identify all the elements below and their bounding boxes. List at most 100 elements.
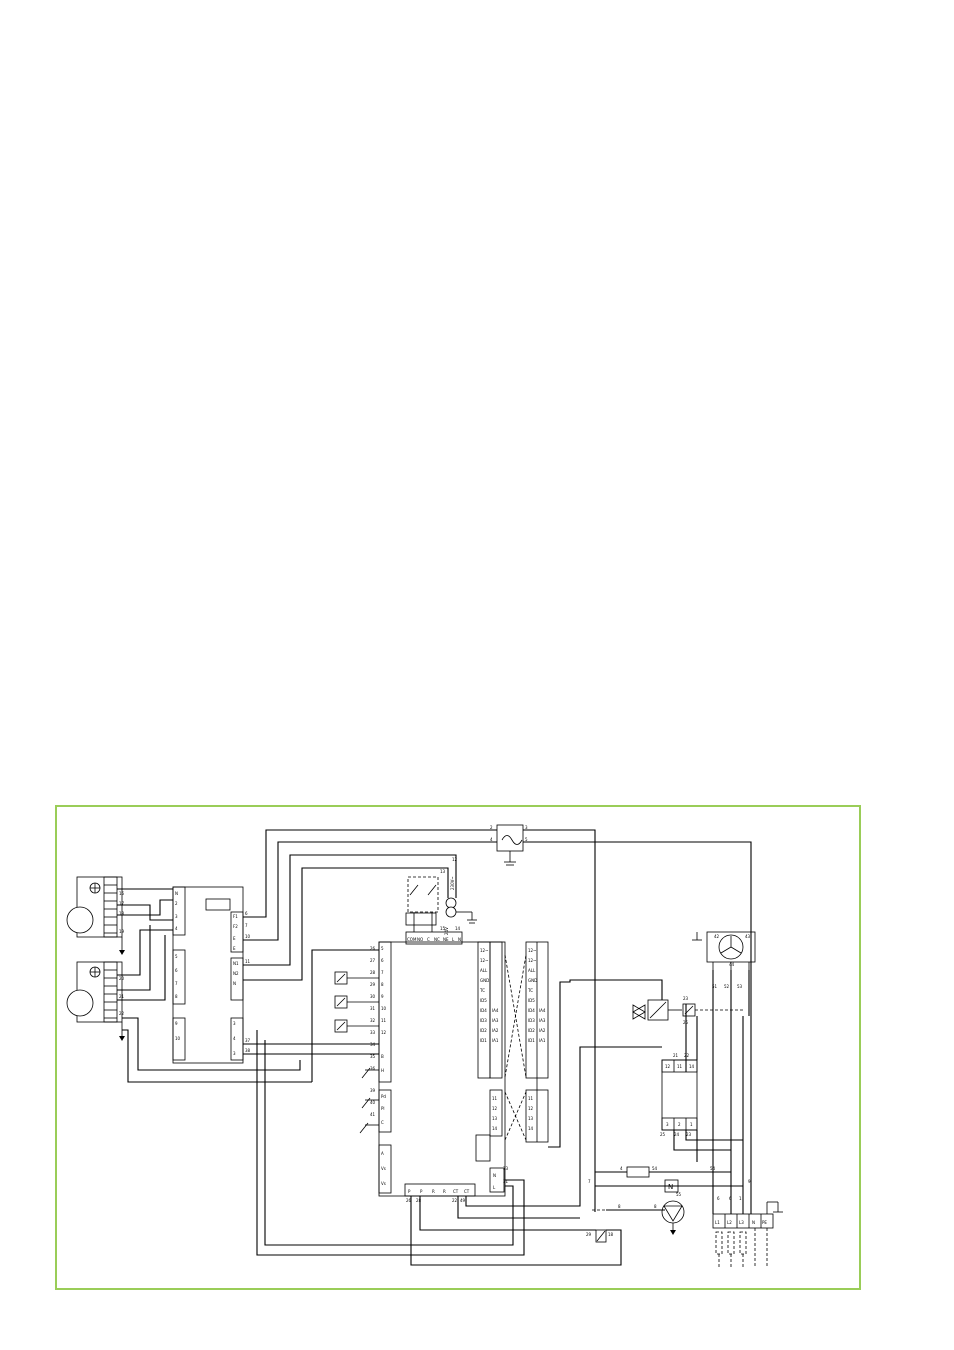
- fuse: [626, 1166, 650, 1178]
- wire-number: 31: [370, 1006, 376, 1011]
- exp-terminal: GND: [480, 978, 489, 983]
- relay-terminal: 1: [690, 1122, 693, 1127]
- wire-number: 49: [460, 1198, 466, 1203]
- board-a-input: N: [175, 891, 178, 896]
- board-a-terminal-labels: F1 F2 E E N1 N2 N 3 4 3 N 2 3 4 5 6 7 8 …: [175, 891, 239, 1056]
- top-switches: [405, 876, 439, 932]
- exp-terminal: IA3: [539, 1018, 546, 1023]
- main-left-terminal: 6: [381, 958, 384, 963]
- exp-terminal: IA2: [492, 1028, 499, 1033]
- board-a-input: 5: [175, 954, 178, 959]
- board-a-input: 8: [175, 994, 178, 999]
- wire-number: 12: [452, 857, 458, 862]
- board-a-input: 2: [175, 901, 178, 906]
- main-left-terminal: 7: [381, 970, 384, 975]
- wiring: [117, 829, 752, 1266]
- wire-number: 18: [608, 1232, 614, 1237]
- wire-number: 25: [660, 1132, 666, 1137]
- board-a-input: 4: [175, 926, 178, 931]
- main-left-terminal-labels: 5 6 7 8 9 10 11 12 B H: [381, 946, 387, 1073]
- board-a-terminal: N2: [233, 971, 239, 976]
- wire-number: 32: [370, 1018, 376, 1023]
- wire-number: 17: [119, 901, 125, 906]
- wire-number: 44: [729, 962, 735, 967]
- exp-bottom-terminal: 11: [492, 1096, 498, 1101]
- wire-number: 40: [370, 1100, 376, 1105]
- exp-terminal-labels: 12~ 12~ ALL GND TC ID5 ID4 ID3 ID2 ID1 I…: [479, 948, 546, 1131]
- valve-relay: [632, 999, 745, 1021]
- main-bottom-terminal: CT: [453, 1189, 459, 1194]
- wire-number: 6: [245, 911, 248, 916]
- control-voltage-label: 24V: [444, 927, 449, 935]
- sensor-coils: [334, 971, 379, 1033]
- wire-number: 2: [490, 825, 493, 830]
- main-left-terminal: 10: [381, 1006, 387, 1011]
- relay-terminal: 14: [689, 1064, 695, 1069]
- pump-label: N: [668, 1183, 673, 1191]
- exp-terminal: ID3: [480, 1018, 487, 1023]
- main-left-terminal: H: [381, 1068, 384, 1073]
- exp-terminal: IA1: [539, 1038, 546, 1043]
- wire-number: 39: [370, 1088, 376, 1093]
- exp-bottom-terminal: 13: [492, 1116, 498, 1121]
- exp-terminal: 12~: [528, 948, 536, 953]
- wire-number: 1: [739, 1196, 742, 1201]
- pump: N: [661, 1179, 685, 1235]
- board-a-terminal: E: [233, 946, 236, 951]
- motor-group-lower: [66, 961, 123, 1023]
- board-a-input: 9: [175, 1021, 178, 1026]
- exp-terminal: IA3: [492, 1018, 499, 1023]
- wire-number: 21: [119, 994, 125, 999]
- board-a-input: 3: [175, 914, 178, 919]
- wire-number: 28: [416, 1198, 422, 1203]
- main-top-terminal: COM: [407, 937, 417, 942]
- main-left-terminal: 9: [381, 994, 384, 999]
- wire-number: 35: [370, 1054, 376, 1059]
- main-left-terminal: B: [381, 1054, 384, 1059]
- wire-number: 14: [455, 926, 461, 931]
- transformer: 230V~ 24V: [444, 876, 477, 935]
- power-terminal: L1: [715, 1220, 720, 1225]
- exp-terminal: ID5: [480, 998, 487, 1003]
- wire-number: 18: [119, 911, 125, 916]
- wire-number: 7: [245, 923, 248, 928]
- main-lower-terminal: Vs: [381, 1181, 386, 1186]
- wire-number: 53: [737, 984, 743, 989]
- exp-terminal: IA1: [492, 1038, 499, 1043]
- exp-terminal: IA2: [539, 1028, 546, 1033]
- relay-module: [661, 1059, 698, 1131]
- wire-number: 36: [370, 1066, 376, 1071]
- wire-number: 55: [676, 1192, 682, 1197]
- main-left-terminal: 11: [381, 1018, 387, 1023]
- wire-number: 42: [714, 934, 720, 939]
- wire-number: 29: [586, 1232, 592, 1237]
- wire-number: 23: [683, 996, 689, 1001]
- board-a-terminal: N1: [233, 961, 239, 966]
- main-lower-terminal: Pd: [381, 1094, 386, 1099]
- main-left-terminal: 8: [381, 982, 384, 987]
- power-terminal: L2: [727, 1220, 732, 1225]
- switch-contacts: [359, 1067, 379, 1134]
- wire-number: 24: [674, 1132, 680, 1137]
- main-lower-terminal-labels: Pd Pl C A Vs Vs: [381, 1094, 386, 1186]
- exp-bottom-terminal: 14: [528, 1126, 534, 1131]
- main-corner-terminal: N: [493, 1173, 496, 1178]
- exp-bottom-terminal: 13: [528, 1116, 534, 1121]
- wire-number: 10: [245, 934, 251, 939]
- exp-terminal: ID4: [528, 1008, 535, 1013]
- relay-terminal: 11: [677, 1064, 683, 1069]
- wire-number: 15: [440, 926, 446, 931]
- wire-number: 33: [370, 1030, 376, 1035]
- exp-terminal: ALL: [528, 968, 536, 973]
- exp-terminal: 12~: [480, 958, 488, 963]
- main-bottom-terminal: R: [443, 1189, 446, 1194]
- exp-terminal: ID1: [528, 1038, 535, 1043]
- main-top-terminal: NO: [417, 937, 423, 942]
- wire-number: 51: [712, 984, 718, 989]
- main-corner-terminal: L: [493, 1185, 496, 1190]
- wire-number: 33: [503, 1166, 509, 1171]
- motor-1-symbol: [66, 906, 94, 934]
- motor-2-symbol: [66, 989, 94, 1017]
- exp-bottom-terminal: 11: [528, 1096, 534, 1101]
